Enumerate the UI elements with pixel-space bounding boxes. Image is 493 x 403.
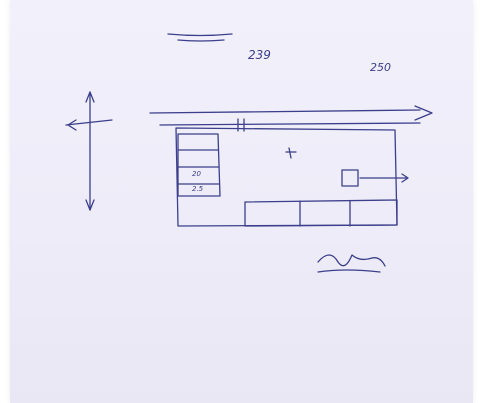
line1-number-a: 239 (248, 48, 271, 62)
bottom-rooms-box (244, 199, 398, 227)
road-arrow (414, 105, 433, 121)
line1-number-b: 250 (370, 61, 391, 74)
house-outline (175, 127, 398, 227)
title-underline-2 (177, 39, 225, 42)
signature-scribble (317, 254, 386, 267)
south-arrow-head (85, 199, 95, 211)
west-arrow-head (67, 119, 77, 131)
right-small-box (341, 169, 359, 187)
measurement-2-5: 2.5 (192, 185, 204, 193)
title-underline (167, 33, 233, 37)
left-room-box (177, 133, 221, 197)
road-bottom-line (159, 122, 421, 126)
right-pointer-arrow (359, 173, 409, 183)
west-east-arrow (65, 119, 113, 126)
measurement-20: 20 (192, 170, 201, 178)
north-arrow-head (85, 91, 95, 103)
signature-underline (317, 269, 381, 273)
road-top-line (149, 109, 421, 114)
main-room-mark (285, 147, 297, 159)
